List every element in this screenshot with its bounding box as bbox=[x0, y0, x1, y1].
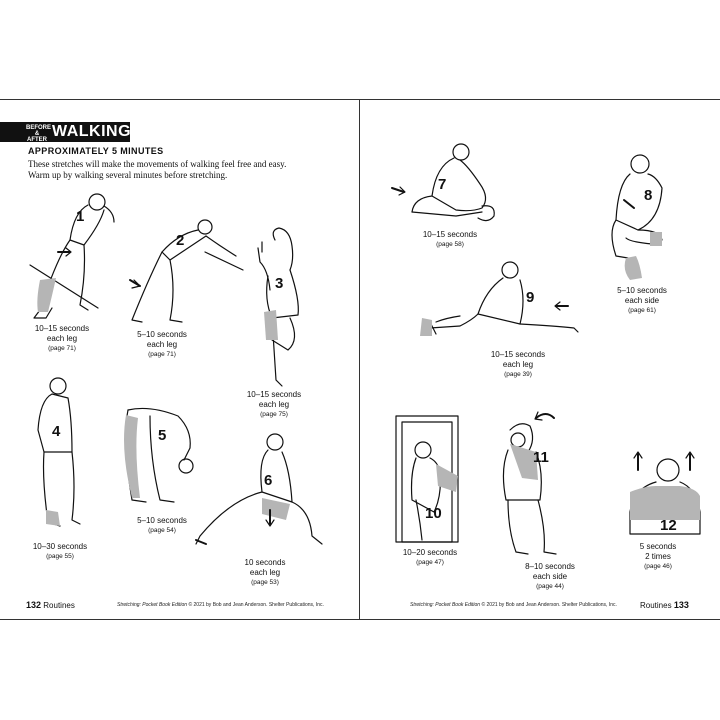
stretch-number-6: 6 bbox=[264, 472, 272, 489]
duration-label: APPROXIMATELY 5 MINUTES bbox=[28, 146, 164, 156]
left-illustrations: 1 2 3 4 5 6 bbox=[29, 193, 323, 545]
stretch-number-11: 11 bbox=[533, 449, 549, 466]
stretch-figure-8 bbox=[611, 154, 663, 280]
stretch-caption-2: 5–10 seconds each leg (page 71) bbox=[137, 330, 187, 358]
stretch-figure-6 bbox=[195, 433, 323, 545]
stretch-number-7: 7 bbox=[438, 176, 446, 193]
stretch-number-8: 8 bbox=[644, 187, 652, 204]
routine-header: BEFORE & AFTER WALKING bbox=[0, 122, 132, 143]
stretch-figure-12 bbox=[629, 451, 701, 535]
stretch-caption-8: 5–10 seconds each side (page 61) bbox=[617, 286, 667, 314]
after-label: & AFTER bbox=[27, 131, 47, 143]
left-page: BEFORE & AFTER WALKING APPROXIMATELY 5 M… bbox=[0, 100, 360, 619]
stretch-caption-3: 10–15 seconds each leg (page 75) bbox=[246, 390, 302, 418]
stretch-figure-7 bbox=[391, 143, 495, 222]
right-page: 7 8 9 10 11 12 10–15 seconds (page 58) 5… bbox=[360, 100, 720, 619]
stretch-caption-9: 10–15 seconds each leg (page 39) bbox=[490, 350, 546, 378]
stretch-number-3: 3 bbox=[275, 275, 283, 292]
stretch-figure-3 bbox=[257, 227, 299, 387]
stretch-figure-5 bbox=[124, 407, 194, 503]
stretch-caption-4: 10–30 seconds (page 55) bbox=[32, 542, 88, 560]
intro-text: These stretches will make the movements … bbox=[28, 159, 328, 181]
stretch-caption-6: 10 seconds each leg (page 53) bbox=[244, 558, 286, 586]
stretch-figure-11 bbox=[502, 411, 557, 555]
right-illustrations: 7 8 9 10 11 12 bbox=[391, 143, 701, 555]
stretch-number-5: 5 bbox=[158, 427, 166, 444]
book-spread: BEFORE & AFTER WALKING APPROXIMATELY 5 M… bbox=[0, 99, 720, 620]
before-after-label: BEFORE & AFTER bbox=[26, 125, 52, 143]
section-name: Routines bbox=[43, 601, 75, 610]
right-credit: Stretching: Pocket Book Edition © 2021 b… bbox=[410, 602, 617, 608]
intro-line: Warm up by walking several minutes befor… bbox=[28, 170, 228, 180]
stretch-number-4: 4 bbox=[52, 423, 61, 440]
stretch-caption-5: 5–10 seconds (page 54) bbox=[137, 516, 187, 534]
stretch-number-2: 2 bbox=[176, 232, 184, 249]
page-number: 133 bbox=[673, 600, 689, 610]
stretch-caption-7: 10–15 seconds (page 58) bbox=[422, 230, 478, 248]
stretch-figure-4 bbox=[37, 377, 81, 527]
stretch-caption-12: 5 seconds 2 times (page 46) bbox=[639, 542, 677, 570]
stretch-figure-2 bbox=[129, 219, 244, 323]
page-number: 132 bbox=[26, 600, 42, 610]
stretch-number-12: 12 bbox=[660, 517, 677, 534]
section-name: Routines bbox=[640, 601, 672, 610]
stretch-number-1: 1 bbox=[76, 208, 84, 225]
stretch-number-10: 10 bbox=[425, 505, 442, 522]
routine-title: WALKING bbox=[52, 123, 132, 140]
stretch-figure-10 bbox=[395, 415, 459, 543]
stretch-caption-1: 10–15 seconds each leg (page 71) bbox=[34, 324, 90, 352]
stretch-number-9: 9 bbox=[526, 289, 534, 306]
stretch-caption-10: 10–20 seconds (page 47) bbox=[402, 548, 458, 566]
before-label: BEFORE bbox=[26, 125, 52, 131]
stretch-caption-11: 8–10 seconds each side (page 44) bbox=[525, 562, 575, 590]
intro-line: These stretches will make the movements … bbox=[28, 159, 287, 169]
right-footer: Routines 133 bbox=[640, 600, 689, 611]
left-footer: 132 Routines bbox=[26, 600, 75, 611]
stretch-figure-9 bbox=[420, 261, 579, 336]
left-credit: Stretching: Pocket Book Edition © 2021 b… bbox=[117, 602, 324, 608]
stretch-figure-1 bbox=[29, 193, 115, 319]
